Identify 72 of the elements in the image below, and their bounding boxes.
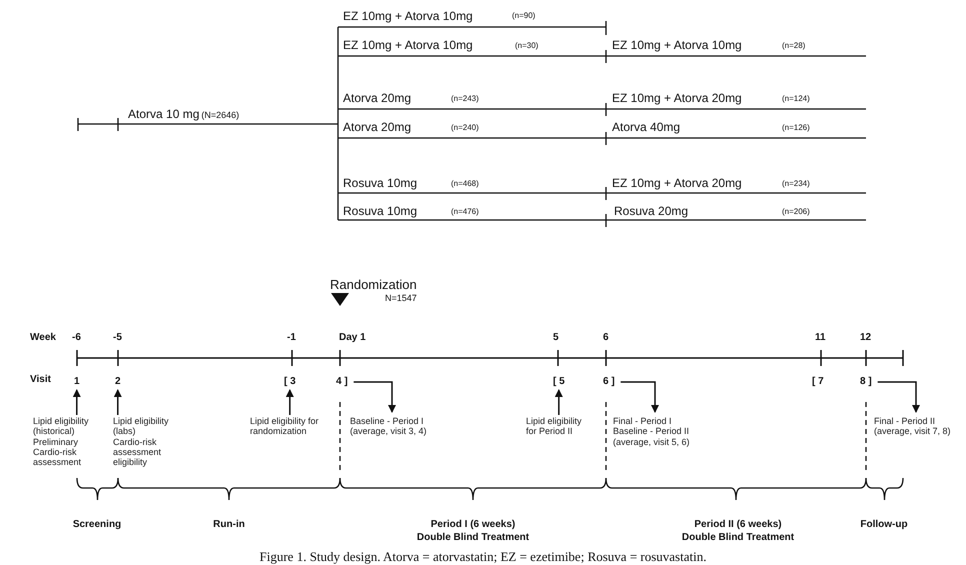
arm-label: Atorva 10 mg	[128, 108, 200, 120]
sample-size: N=1547	[385, 294, 417, 303]
phase-label: Screening	[72, 520, 122, 530]
caption: Figure 1. Study design. Atorva = atorvastatin; EZ = ezetimibe; Rosuva = rosuvastatin.	[258, 550, 708, 563]
visit-note: Lipid eligibility for randomization	[250, 416, 320, 437]
arm-label: Atorva 20mg	[343, 121, 412, 133]
arm-label: Atorva 40mg	[612, 121, 680, 133]
phase-label: Period II (6 weeks)	[694, 520, 782, 530]
visit-note: Lipid eligibility for Period II	[526, 416, 583, 437]
week-number: -6	[72, 333, 81, 343]
sample-size: (n=126)	[782, 124, 810, 132]
week-number: -5	[113, 333, 122, 343]
arm-label: EZ 10mg + Atorva 20mg	[612, 92, 742, 104]
visit-note: Baseline - Period I	[350, 416, 425, 426]
sample-size: (n=30)	[515, 42, 538, 50]
sample-size: (n=206)	[782, 208, 810, 216]
arrow	[620, 381, 659, 413]
sample-size: (n=240)	[451, 124, 479, 132]
arm-label: EZ 10mg + Atorva 20mg	[612, 177, 742, 189]
visit-number: 6 ]	[603, 377, 615, 387]
visit-number: 4 ]	[336, 377, 348, 387]
week-number: 12	[860, 333, 872, 343]
axis-title: Visit	[30, 375, 51, 385]
visit-note: Final - Period II	[874, 416, 936, 426]
sample-size: (n=90)	[512, 12, 536, 20]
visit-note: Lipid eligibility (historical)	[33, 416, 90, 437]
sample-size: (n=243)	[451, 95, 479, 103]
visit-number: [ 3	[284, 377, 296, 387]
visit-note: Final - Period I	[613, 416, 673, 426]
arm-label: Rosuva 10mg	[343, 205, 418, 217]
visit-note: Preliminary Cardio-risk assessment	[33, 436, 82, 468]
week-number: 11	[815, 333, 826, 343]
week-number: -1	[287, 333, 296, 343]
phase-label: Period I (6 weeks)	[430, 520, 516, 530]
arm-label: EZ 10mg + Atorva 10mg	[612, 39, 742, 51]
arm-label: EZ 10mg + Atorva 10mg	[343, 10, 473, 22]
arm-label: Rosuva 20mg	[614, 205, 688, 217]
sample-size: (n=234)	[782, 180, 810, 188]
sample-size: (n=28)	[782, 42, 806, 50]
arrow	[878, 381, 920, 413]
phase-label: Follow-up	[860, 520, 908, 530]
arrow	[286, 389, 294, 415]
phase-label: Run-in	[213, 520, 245, 530]
week-number: 6	[603, 333, 609, 343]
visit-note: Baseline - Period II	[613, 426, 690, 437]
arrow	[114, 389, 122, 415]
phase-label: Double Blind Treatment	[416, 533, 530, 543]
arm-label: Rosuva 10mg	[343, 177, 418, 189]
arrow	[554, 389, 563, 415]
arm-label: Atorva 20mg	[343, 92, 412, 104]
arm-label: EZ 10mg + Atorva 10mg	[343, 39, 473, 51]
sample-size: (n=476)	[451, 208, 479, 216]
visit-number: [ 7	[812, 377, 824, 387]
week-number: Day 1	[339, 333, 366, 343]
phase-label: Double Blind Treatment	[682, 533, 794, 543]
heading: Randomization	[330, 278, 417, 291]
sample-size: (N=2646)	[201, 111, 240, 120]
arrow	[354, 381, 396, 413]
arrow	[72, 389, 81, 415]
sample-size: (n=468)	[451, 180, 479, 188]
visit-note: (average, visit 3, 4)	[350, 426, 427, 437]
sample-size: (n=124)	[782, 95, 810, 103]
visit-note: Cardio-risk assessment eligibility	[113, 436, 162, 468]
axis-title: Week	[30, 333, 56, 343]
visit-note: Lipid eligibility (labs)	[113, 416, 170, 437]
visit-number: 8 ]	[860, 377, 872, 387]
visit-number: 2	[115, 377, 121, 387]
week-number: 5	[553, 333, 559, 343]
visit-number: [ 5	[553, 377, 565, 387]
visit-note: (average, visit 5, 6)	[613, 436, 690, 448]
visit-number: 1	[74, 377, 80, 387]
visit-note: (average, visit 7, 8)	[874, 426, 951, 437]
